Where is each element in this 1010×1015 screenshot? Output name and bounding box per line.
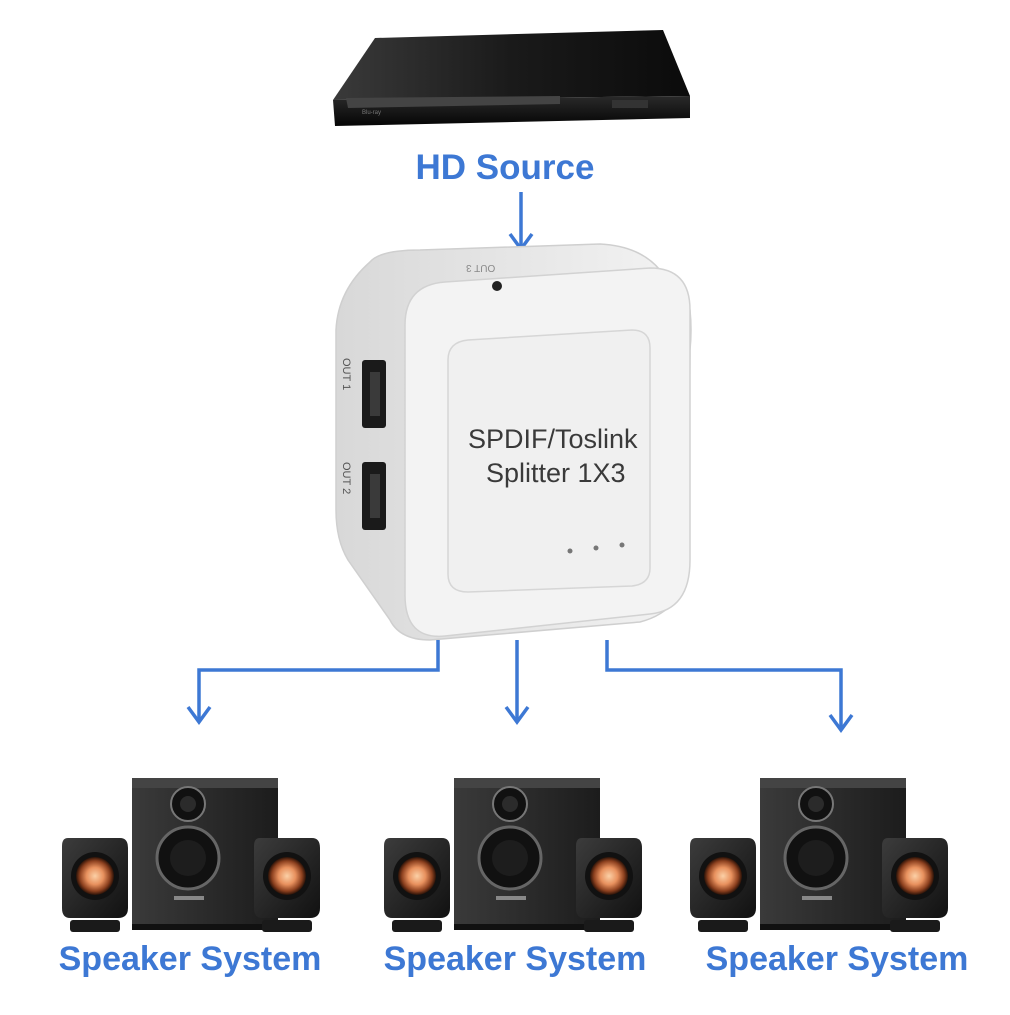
speaker-system-icon	[384, 778, 642, 932]
device-title-line1: SPDIF/Toslink	[468, 424, 638, 454]
speaker-system-icon	[62, 778, 320, 932]
source-arrow-icon	[508, 192, 534, 252]
bluray-player-icon: Blu-ray	[333, 30, 690, 126]
speaker-system-label: Speaker System	[705, 940, 969, 978]
port-label-out1: OUT 1	[340, 358, 352, 391]
device-title-line2: Splitter 1X3	[486, 458, 626, 488]
port-label-out2: OUT 2	[340, 462, 352, 495]
splitter-device	[335, 243, 692, 641]
source-label: HD Source	[415, 148, 595, 187]
speaker-system-label: Speaker System	[383, 940, 647, 978]
speaker-system-label: Speaker System	[58, 940, 322, 978]
output-connectors	[186, 640, 854, 733]
svg-text:Blu-ray: Blu-ray	[362, 110, 381, 116]
port-label-top: OUT 3	[466, 262, 496, 273]
speaker-system-icon	[690, 778, 948, 932]
